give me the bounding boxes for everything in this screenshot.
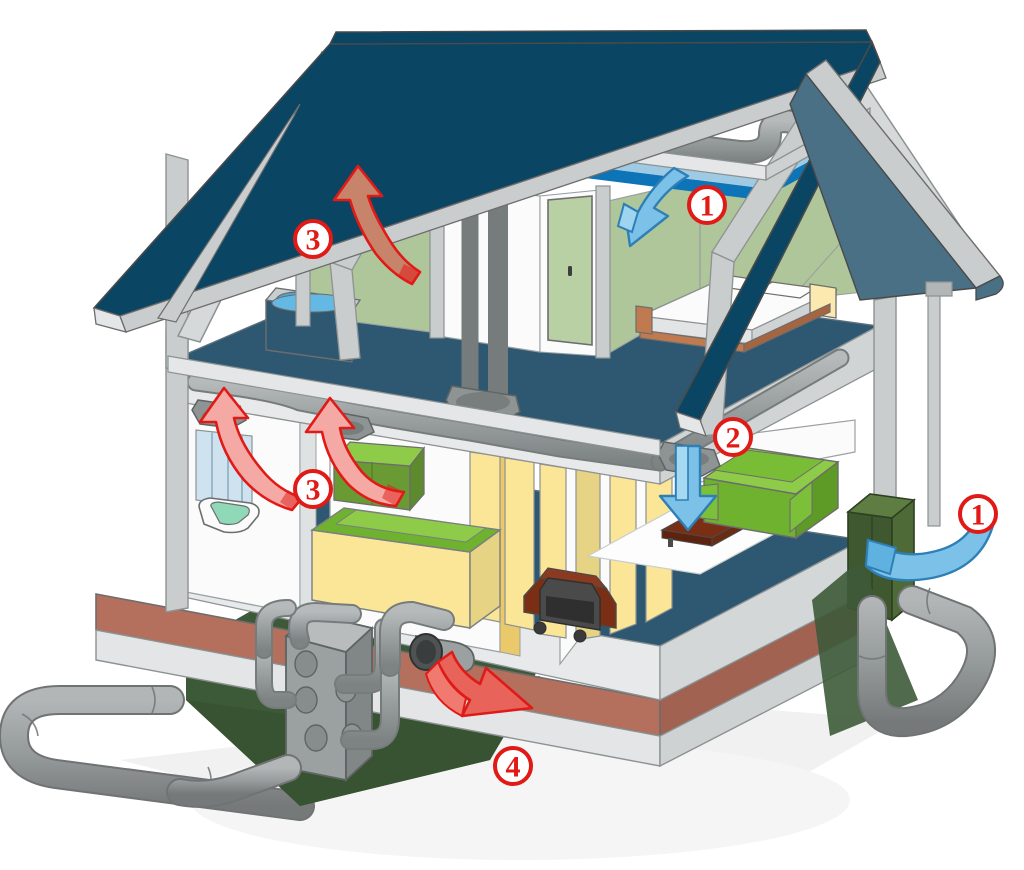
toilet: [198, 497, 260, 534]
callout-1b-label: 1: [971, 499, 986, 532]
heat-recovery-ventilation-unit: [166, 599, 475, 808]
callout-4-label: 4: [506, 751, 521, 784]
ground-loop-left: [0, 685, 315, 821]
callout-1a-label: 1: [700, 190, 715, 223]
callout-1a[interactable]: 1: [687, 185, 727, 225]
wood-stove: [523, 567, 617, 643]
door-handle: [568, 266, 572, 276]
airflow-arrow-supply-living: [658, 444, 718, 532]
callout-2[interactable]: 2: [713, 417, 753, 457]
airflow-arrow-extract-attic-bath: [332, 164, 422, 286]
callout-3a[interactable]: 3: [293, 219, 333, 259]
callout-3b-label: 3: [306, 474, 321, 507]
ground-loop-right: [857, 585, 996, 738]
sofa: [699, 447, 840, 540]
airflow-arrow-supply-attic: [616, 166, 690, 248]
callout-2-label: 2: [726, 422, 741, 455]
interior-door[interactable]: [539, 189, 601, 357]
callout-4[interactable]: 4: [493, 746, 533, 786]
airflow-arrow-extract-kitchen: [304, 396, 406, 508]
kitchen-counter: [310, 507, 502, 630]
callout-1b[interactable]: 1: [958, 494, 998, 534]
callout-3a-label: 3: [306, 224, 321, 257]
roof: [92, 29, 1004, 437]
downspout: [925, 281, 953, 527]
callout-3b[interactable]: 3: [293, 469, 333, 509]
airflow-arrow-exhaust: [424, 650, 534, 718]
airflow-arrow-outdoor-intake: [864, 510, 996, 582]
